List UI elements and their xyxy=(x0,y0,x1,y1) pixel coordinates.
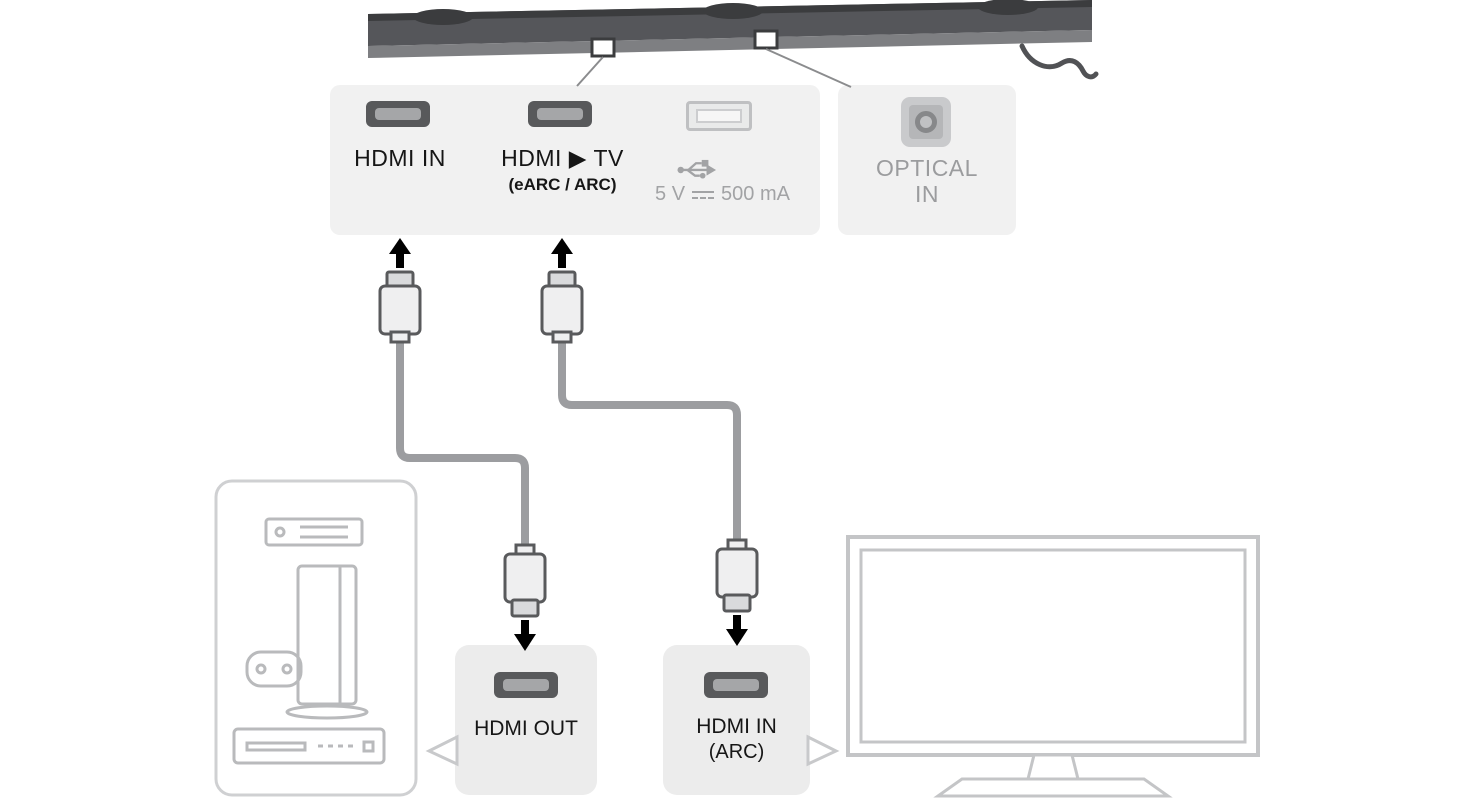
up-arrow-icon xyxy=(551,238,573,268)
soundbar-foot-icon xyxy=(978,0,1038,15)
power-cord-icon xyxy=(1019,43,1099,80)
hdmi-tv-port-icon xyxy=(528,101,592,127)
optical-label-line1: OPTICAL xyxy=(876,155,978,181)
hdmi-plug-icon xyxy=(503,543,547,618)
hdmi-out-port-icon xyxy=(494,672,558,698)
hdmi-tv-sublabel: (eARC / ARC) xyxy=(508,175,617,194)
soundbar-notch xyxy=(590,37,616,58)
ports-callout-panel: HDMI IN HDMI ▶ TV (eARC / ARC) 5 V 500 m… xyxy=(330,85,820,235)
hdmi-tv-label: HDMI ▶ TV xyxy=(501,145,624,171)
hdmi-in-arc-label-line2: (ARC) xyxy=(708,741,765,763)
usb-port-icon xyxy=(686,101,752,131)
hdmi-in-label: HDMI IN xyxy=(354,145,446,171)
usb-voltage-label: 5 V xyxy=(655,183,686,205)
tv-icon xyxy=(846,535,1260,798)
usb-current-label: 500 mA xyxy=(721,183,790,205)
soundbar-foot-icon xyxy=(413,9,473,25)
hdmi-plug-icon xyxy=(715,538,759,613)
soundbar-notch xyxy=(753,29,779,50)
optical-port-icon xyxy=(901,97,951,147)
optical-label-line2: IN xyxy=(915,181,939,207)
hdmi-in-arc-port-icon xyxy=(704,672,768,698)
hdmi-out-label: HDMI OUT xyxy=(474,717,578,740)
soundbar-foot-icon xyxy=(703,3,763,19)
down-arrow-icon xyxy=(726,615,748,646)
hdmi-plug-icon xyxy=(540,270,584,344)
dc-symbol-icon xyxy=(692,189,715,201)
hdmi-out-box: HDMI OUT xyxy=(455,645,597,795)
hdmi-cable xyxy=(558,338,741,542)
game-console-icon xyxy=(245,564,369,720)
hdmi-in-port-icon xyxy=(366,101,430,127)
callout-pointer xyxy=(806,734,840,767)
hdmi-plug-icon xyxy=(378,270,422,344)
soundbar-icon xyxy=(368,0,1092,58)
source-devices-box xyxy=(214,479,418,797)
hdmi-in-arc-box: HDMI IN (ARC) xyxy=(663,645,810,795)
callout-line xyxy=(576,56,604,87)
set-top-box-icon xyxy=(264,517,364,547)
bluray-player-icon xyxy=(232,727,386,765)
up-arrow-icon xyxy=(389,238,411,268)
hdmi-cable xyxy=(396,338,529,547)
callout-line xyxy=(765,48,852,88)
usb-symbol-icon xyxy=(677,159,717,179)
usb-power-label: 5 V 500 mA xyxy=(625,183,820,206)
hdmi-in-arc-label-line1: HDMI IN xyxy=(696,715,777,738)
optical-callout-panel: OPTICAL IN xyxy=(838,85,1016,235)
callout-pointer xyxy=(425,734,459,767)
